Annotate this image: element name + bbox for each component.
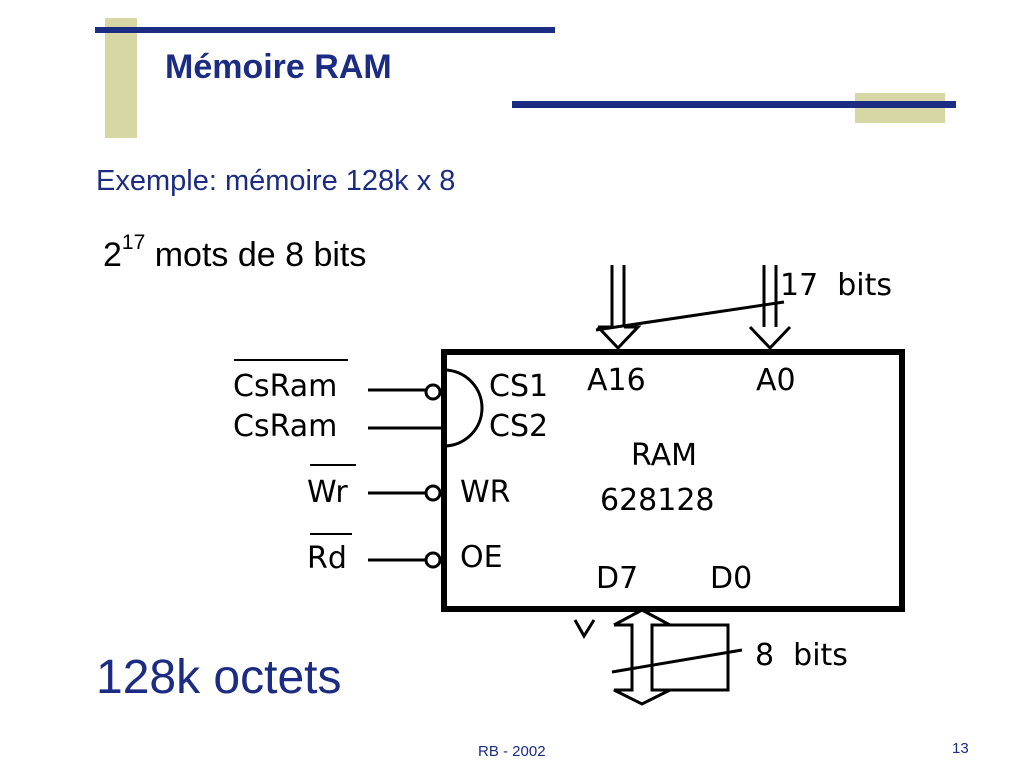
address-width-label: 17 bits [780, 268, 892, 303]
pin-label-cs1: CS1 [489, 369, 548, 404]
decor-vertical-block [105, 18, 137, 138]
signal-rd-bar: Rd [307, 541, 347, 576]
word-count-exponent: 17 [121, 231, 146, 254]
inversion-bubble-oe [424, 551, 442, 569]
chip-part-number: 628128 [600, 483, 715, 518]
signal-csram: CsRam [233, 409, 337, 444]
pin-label-a16: A16 [587, 363, 646, 398]
signal-wr-bar: Wr [307, 475, 348, 510]
slide-subtitle: Exemple: mémoire 128k x 8 [96, 165, 456, 197]
chip-select-gate-arc [443, 368, 484, 448]
inversion-bubble-wr [424, 484, 442, 502]
data-bus-arrow [573, 608, 743, 706]
pin-label-d7: D7 [596, 561, 638, 596]
input-lines [368, 383, 444, 569]
overbars [234, 359, 356, 535]
inversion-bubble-cs1 [424, 383, 442, 401]
decor-top-line [95, 27, 555, 33]
decor-right-block [855, 93, 945, 123]
signal-csram-bar: CsRam [233, 369, 337, 404]
pin-label-a0: A0 [756, 363, 796, 398]
pin-label-wr: WR [460, 475, 511, 510]
slide-footer: RB - 2002 [478, 743, 546, 760]
chip-body [441, 349, 905, 612]
address-bus-arrow [595, 265, 792, 351]
slide-title: Mémoire RAM [165, 48, 392, 86]
pin-label-d0: D0 [710, 561, 752, 596]
pin-label-cs2: CS2 [489, 409, 548, 444]
pin-label-oe: OE [460, 540, 503, 575]
data-width-label: 8 bits [755, 638, 848, 673]
chip-name: RAM [631, 438, 697, 473]
word-count-text: 217 mots de 8 bits [103, 232, 367, 275]
capacity-text: 128k octets [96, 651, 342, 704]
word-count-rest: mots de 8 bits [145, 236, 367, 274]
word-count-base: 2 [103, 236, 122, 274]
decor-right-line [512, 101, 956, 108]
page-number: 13 [952, 740, 969, 757]
